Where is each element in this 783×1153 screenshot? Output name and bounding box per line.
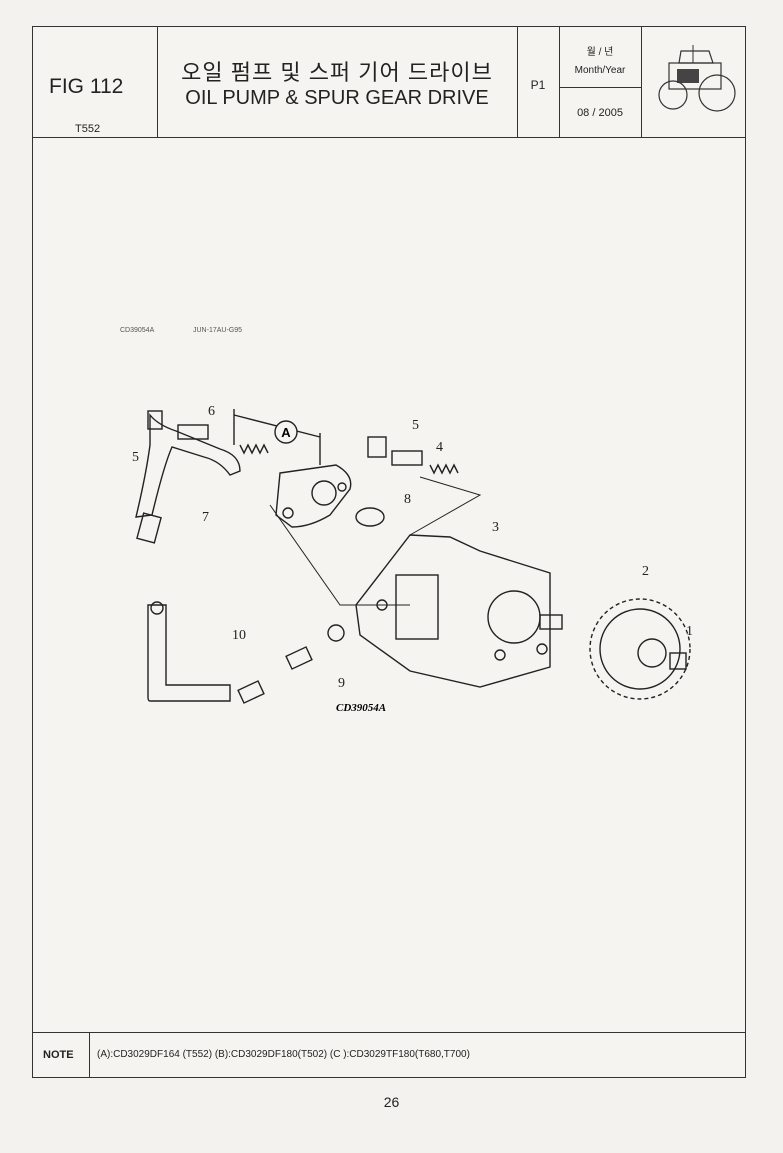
bolt-shank-left xyxy=(177,424,209,440)
callout-3: 3 xyxy=(492,520,499,535)
flange-bolt-hole xyxy=(337,482,347,492)
oil-pump-body xyxy=(355,534,551,688)
callout-9: 9 xyxy=(338,676,345,691)
diagram-caption: CD39054A xyxy=(336,702,386,714)
bolt-shank-right xyxy=(391,450,423,466)
model-code: T552 xyxy=(75,123,101,135)
parts-sheet: FIG 112 T552 오일 펌프 및 스퍼 기어 드라이브 OIL PUMP… xyxy=(32,26,746,1078)
callout-5-right: 5 xyxy=(412,418,419,433)
pump-window xyxy=(395,574,439,640)
spur-gear-hub xyxy=(599,608,681,690)
diagram-ref-code: CD39054A xyxy=(120,327,155,334)
title-cell: 오일 펌프 및 스퍼 기어 드라이브 OIL PUMP & SPUR GEAR … xyxy=(157,27,518,137)
callout-7: 7 xyxy=(202,510,209,525)
callout-2: 2 xyxy=(642,564,649,579)
pipe-fitting xyxy=(136,512,162,544)
date-divider xyxy=(559,87,641,88)
note-row: NOTE (A):CD3029DF164 (T552) (B):CD3029DF… xyxy=(33,1032,745,1078)
pump-bolt-hole xyxy=(494,649,506,661)
diagram-ref-date: JUN-17AU-G95 xyxy=(193,327,242,334)
spring-4 xyxy=(429,463,459,475)
note-label-cell: NOTE xyxy=(33,1033,90,1078)
washer-9 xyxy=(327,624,345,642)
note-label: NOTE xyxy=(43,1049,74,1061)
callout-8: 8 xyxy=(404,492,411,507)
sheet-header: FIG 112 T552 오일 펌프 및 스퍼 기어 드라이브 OIL PUMP… xyxy=(33,27,745,138)
page-number: 26 xyxy=(383,1094,400,1110)
pump-bolt-hole xyxy=(536,643,548,655)
fig-cell: FIG 112 T552 xyxy=(33,27,158,137)
upper-oil-pipe xyxy=(135,413,241,518)
pipe-end xyxy=(150,601,164,615)
assembly-guide-line xyxy=(269,504,410,606)
flange-bolt-hole xyxy=(282,507,294,519)
callout-6: 6 xyxy=(208,404,215,419)
exploded-parts-diagram: CD39054A JUN-17AU-G95 xyxy=(120,327,693,714)
dimension-marker xyxy=(274,420,298,444)
hose-clamp-10 xyxy=(237,680,265,704)
dimension-label: A xyxy=(281,425,291,440)
note-text: (A):CD3029DF164 (T552) (B):CD3029DF180(T… xyxy=(97,1049,470,1060)
spur-gear xyxy=(589,598,691,700)
pump-boss xyxy=(487,590,541,644)
callout-1: 1 xyxy=(686,624,693,639)
fig-number: FIG 112 xyxy=(49,75,124,98)
date-label-english: Month/Year xyxy=(574,65,626,76)
page-code-cell: P1 xyxy=(517,27,560,137)
banjo-bolt-left xyxy=(147,410,163,430)
flange-port xyxy=(311,480,337,506)
spring-6 xyxy=(239,443,269,455)
tractor-icon xyxy=(658,45,736,112)
callout-5-left: 5 xyxy=(132,450,139,465)
hose-clamp-10 xyxy=(285,646,313,670)
callout-10: 10 xyxy=(232,628,246,643)
o-ring-8 xyxy=(355,507,385,527)
banjo-bolt-right xyxy=(367,436,387,458)
pump-flange xyxy=(275,464,352,528)
assembly-guide-line xyxy=(409,476,482,536)
date-label-korean: 월 / 년 xyxy=(586,47,614,58)
lower-oil-pipe xyxy=(147,604,231,702)
callout-4: 4 xyxy=(436,440,443,455)
nut-1 xyxy=(669,652,687,670)
pump-shaft xyxy=(539,614,563,630)
page-code: P1 xyxy=(530,78,546,92)
date-value: 08 / 2005 xyxy=(577,107,623,119)
date-cell: 월 / 년 Month/Year 08 / 2005 xyxy=(559,27,642,137)
gear-bore xyxy=(637,638,667,668)
tractor-cell xyxy=(641,27,745,137)
title-english: OIL PUMP & SPUR GEAR DRIVE xyxy=(185,87,489,109)
title-korean: 오일 펌프 및 스퍼 기어 드라이브 xyxy=(181,60,493,85)
